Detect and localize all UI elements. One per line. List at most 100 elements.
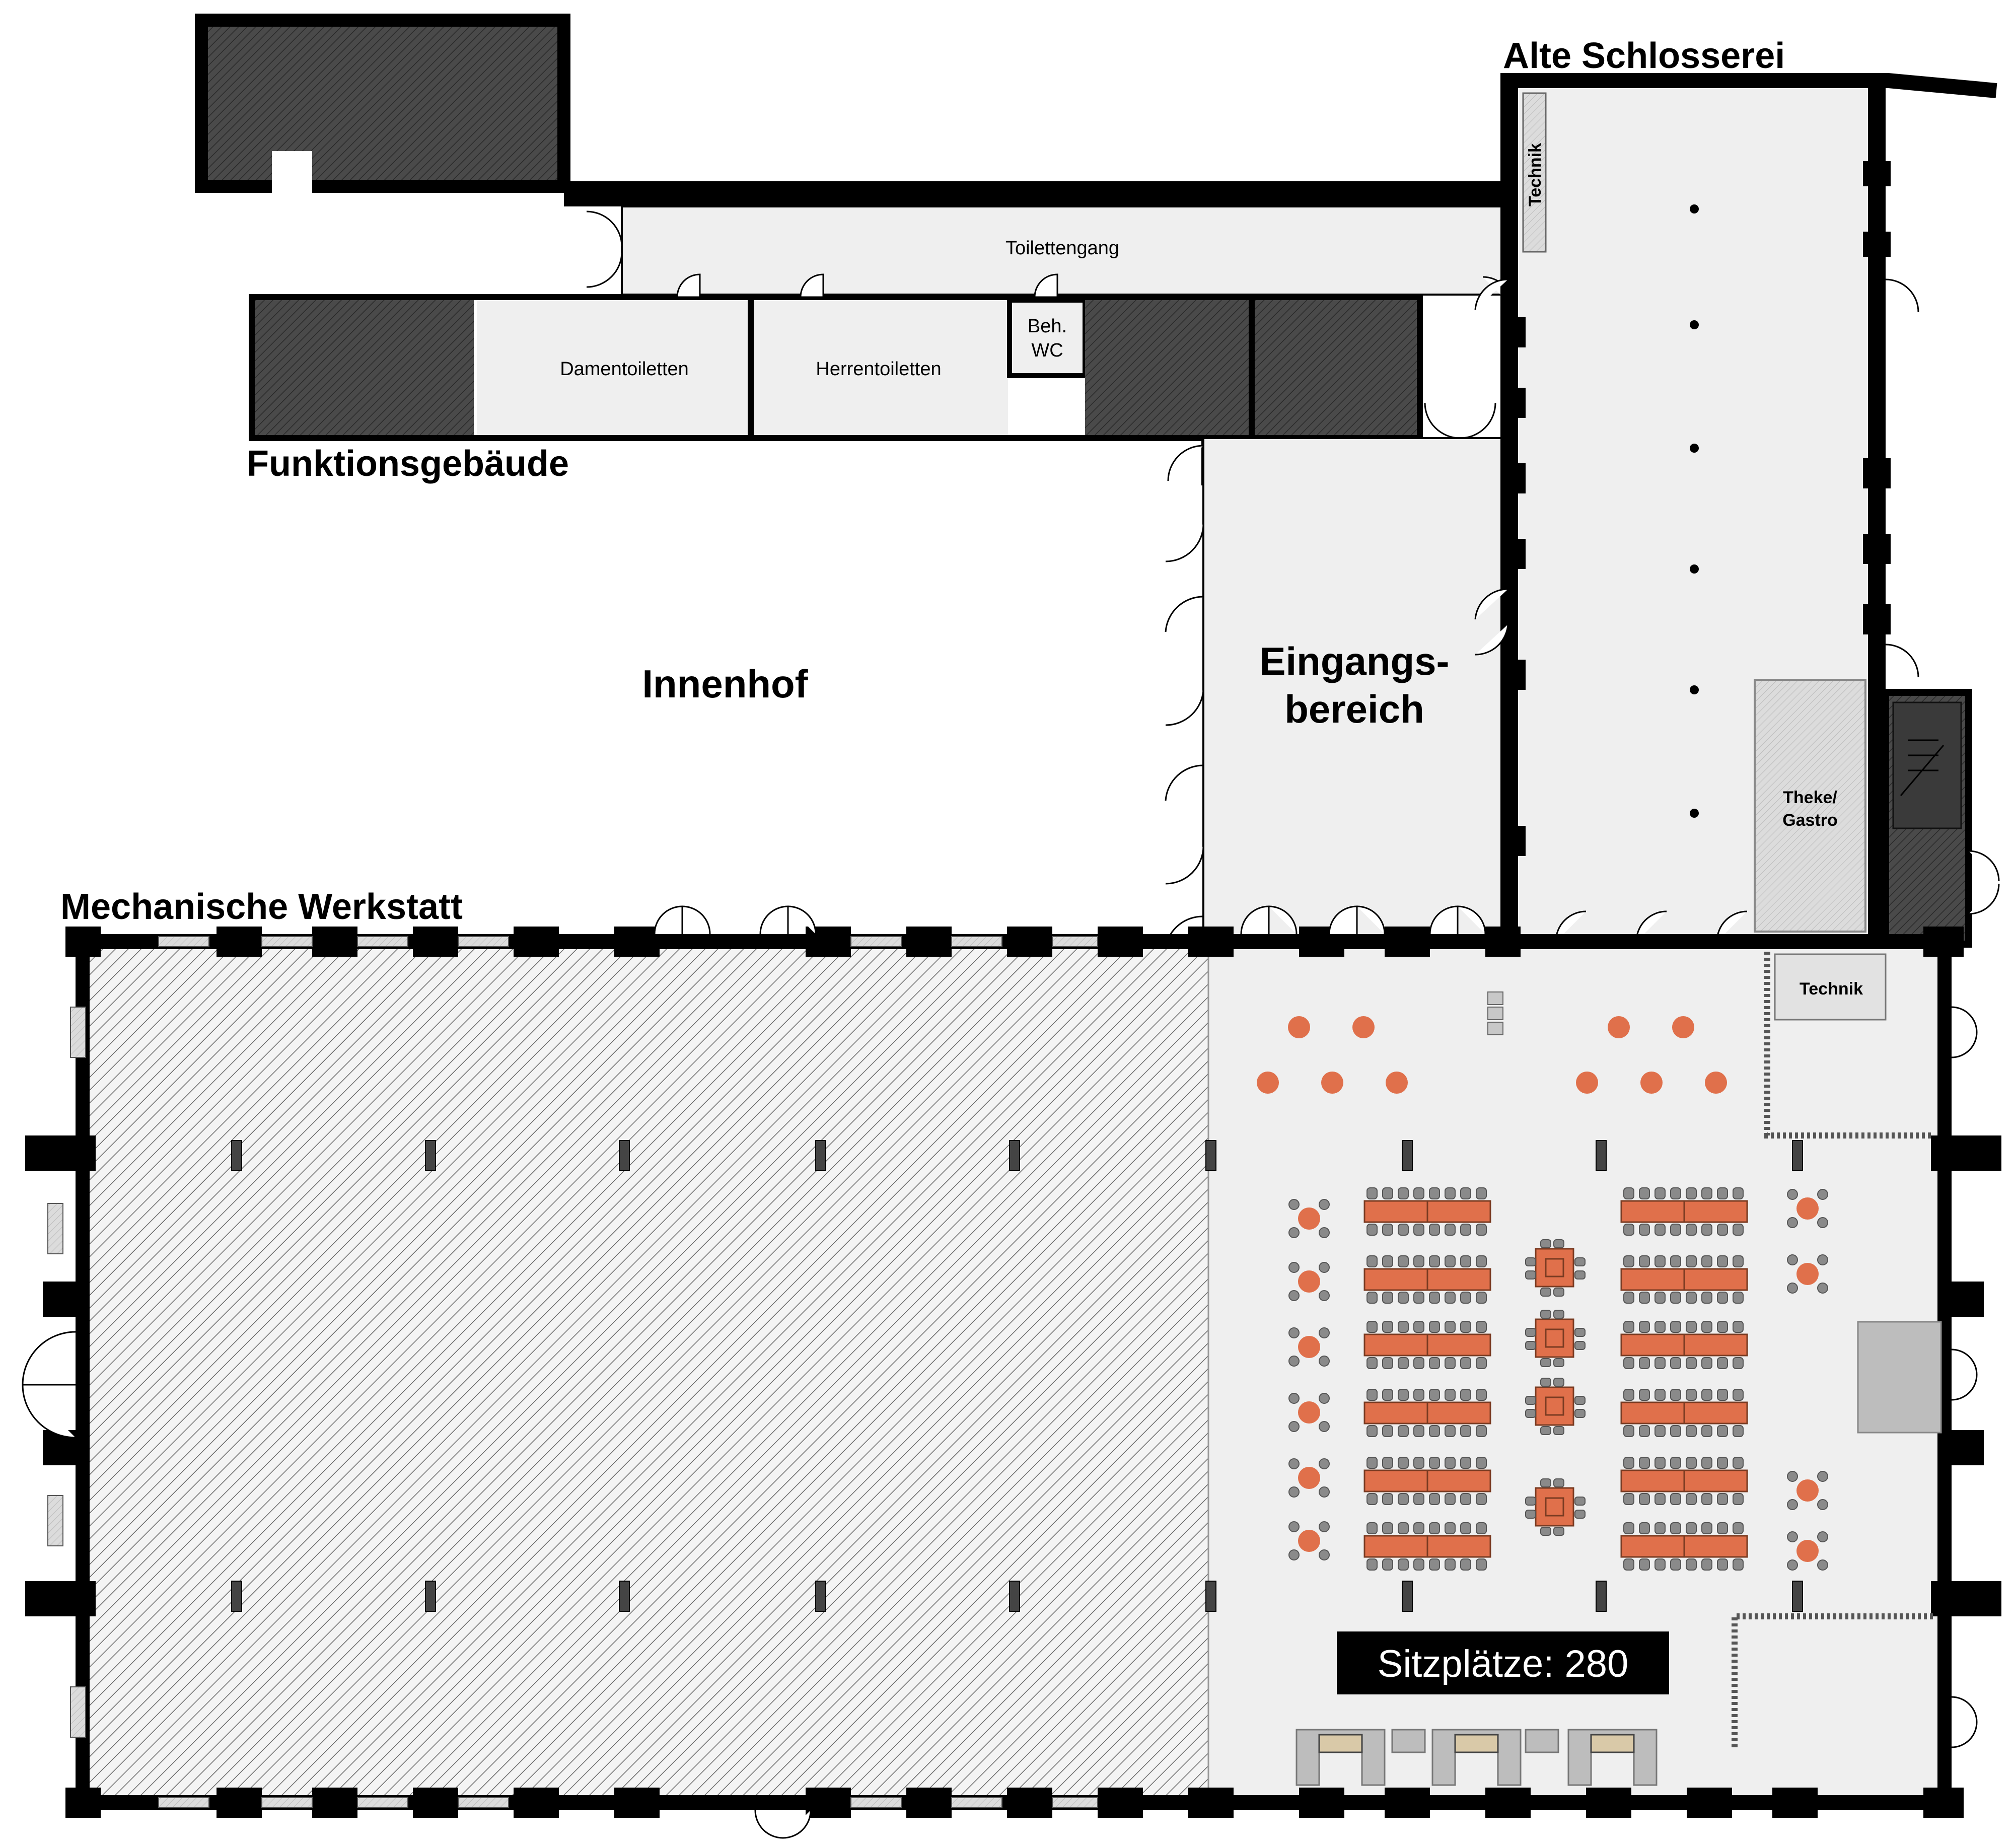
- chair: [1717, 1425, 1728, 1437]
- square-table-inner: [1545, 1328, 1564, 1348]
- chair: [1445, 1425, 1456, 1437]
- chair: [1413, 1224, 1424, 1236]
- chair: [1460, 1321, 1471, 1333]
- chair: [1476, 1493, 1487, 1505]
- chair: [1445, 1224, 1456, 1236]
- chair: [1733, 1493, 1744, 1505]
- chair: [1429, 1425, 1440, 1437]
- chair: [1639, 1522, 1650, 1534]
- chair: [1733, 1457, 1744, 1469]
- chair: [1623, 1425, 1634, 1437]
- chair: [1445, 1493, 1456, 1505]
- chair: [1701, 1558, 1712, 1571]
- chair: [1540, 1288, 1551, 1297]
- chair: [1817, 1471, 1828, 1482]
- chair: [1733, 1558, 1744, 1571]
- chair: [1476, 1357, 1487, 1369]
- chair: [1413, 1357, 1424, 1369]
- chair: [1574, 1328, 1586, 1337]
- chair: [1429, 1389, 1440, 1401]
- chair: [1655, 1187, 1666, 1199]
- cocktail-table: [1705, 1072, 1727, 1094]
- chair: [1787, 1499, 1798, 1510]
- chair: [1701, 1357, 1712, 1369]
- label-herrentoiletten: Herrentoiletten: [816, 359, 941, 380]
- chair: [1540, 1358, 1551, 1367]
- seat-count-text: Sitzplätze: 280: [1378, 1643, 1629, 1685]
- technik-room-top: [1522, 92, 1547, 253]
- chair: [1733, 1425, 1744, 1437]
- chair: [1525, 1341, 1536, 1350]
- chair: [1686, 1292, 1697, 1304]
- chair: [1817, 1531, 1828, 1542]
- chair: [1686, 1522, 1697, 1534]
- chair: [1319, 1458, 1330, 1469]
- square-table-inner: [1545, 1497, 1564, 1517]
- chair: [1398, 1425, 1409, 1437]
- chair: [1623, 1187, 1634, 1199]
- chair: [1717, 1457, 1728, 1469]
- chair: [1413, 1425, 1424, 1437]
- chair: [1733, 1224, 1744, 1236]
- chair: [1623, 1493, 1634, 1505]
- chair: [1686, 1187, 1697, 1199]
- round-table: [1796, 1263, 1819, 1285]
- chair: [1553, 1426, 1564, 1435]
- label-theke-2: Gastro: [1782, 811, 1838, 830]
- chair: [1382, 1522, 1393, 1534]
- old-locksmith-hall: [1474, 73, 2000, 948]
- chair: [1717, 1389, 1728, 1401]
- chair: [1717, 1224, 1728, 1236]
- chair: [1670, 1389, 1681, 1401]
- chair: [1574, 1396, 1586, 1405]
- chair: [1574, 1497, 1586, 1506]
- chair: [1701, 1493, 1712, 1505]
- chair: [1655, 1292, 1666, 1304]
- chair: [1382, 1224, 1393, 1236]
- chair: [1574, 1409, 1586, 1418]
- chair: [1413, 1389, 1424, 1401]
- chair: [1717, 1558, 1728, 1571]
- chair: [1366, 1292, 1378, 1304]
- round-table: [1298, 1336, 1320, 1358]
- chair: [1817, 1254, 1828, 1265]
- chair: [1413, 1292, 1424, 1304]
- chair: [1717, 1255, 1728, 1267]
- chair: [1319, 1356, 1330, 1367]
- chair: [1717, 1292, 1728, 1304]
- chair: [1366, 1357, 1378, 1369]
- chair: [1476, 1321, 1487, 1333]
- chair: [1429, 1493, 1440, 1505]
- chair: [1460, 1493, 1471, 1505]
- chair: [1382, 1357, 1393, 1369]
- chair: [1398, 1187, 1409, 1199]
- chair: [1623, 1558, 1634, 1571]
- chair: [1787, 1189, 1798, 1200]
- square-table: [1535, 1386, 1574, 1426]
- chair: [1623, 1292, 1634, 1304]
- chair: [1686, 1389, 1697, 1401]
- room-beh-wc: [1007, 298, 1088, 378]
- chair: [1319, 1227, 1330, 1238]
- chair: [1574, 1510, 1586, 1519]
- chair: [1429, 1255, 1440, 1267]
- chair: [1639, 1457, 1650, 1469]
- chair: [1413, 1255, 1424, 1267]
- chair: [1460, 1389, 1471, 1401]
- chair: [1366, 1187, 1378, 1199]
- chair: [1319, 1393, 1330, 1404]
- chair: [1553, 1288, 1564, 1297]
- chair: [1288, 1227, 1300, 1238]
- chair: [1670, 1321, 1681, 1333]
- chair: [1655, 1457, 1666, 1469]
- chair: [1686, 1357, 1697, 1369]
- chair: [1382, 1389, 1393, 1401]
- chair: [1686, 1457, 1697, 1469]
- chair: [1787, 1471, 1798, 1482]
- chair: [1817, 1559, 1828, 1571]
- chair: [1382, 1292, 1393, 1304]
- label-mechanische-werkstatt: Mechanische Werkstatt: [60, 887, 463, 927]
- chair: [1413, 1493, 1424, 1505]
- round-table: [1796, 1479, 1819, 1502]
